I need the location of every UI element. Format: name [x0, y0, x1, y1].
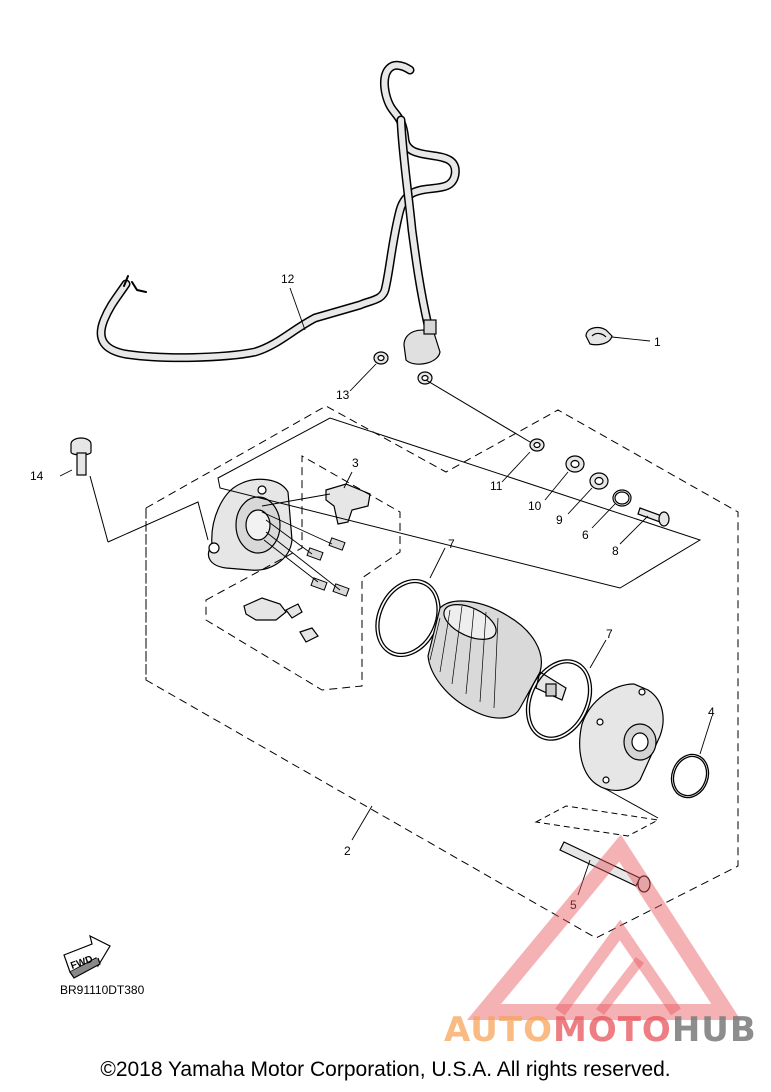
watermark-part-moto: MOTO: [552, 1010, 672, 1050]
armature: [427, 600, 567, 719]
o-ring-part-4: [670, 753, 710, 799]
washer-part-9: [589, 472, 609, 490]
watermark-part-hub: HUB: [671, 1010, 757, 1050]
callout-1: 1: [654, 335, 661, 349]
watermark-logo-icon: [466, 834, 741, 1020]
o-ring-part-7-right: [525, 659, 593, 741]
bolt-part-8: [637, 507, 670, 527]
watermark-text: AUTOMOTOHUB: [444, 1010, 757, 1050]
washer-part-13: [373, 351, 433, 385]
terminal-boot: [403, 319, 441, 365]
brush-springs: [306, 537, 350, 597]
diagram-code: BR91110DT380: [60, 983, 145, 997]
callout-12: 12: [281, 272, 295, 286]
clip-part-1: [585, 326, 613, 346]
front-cover: [579, 683, 664, 791]
wire-harness: [96, 60, 460, 363]
bolt-part-14: [70, 437, 92, 476]
callout-10: 10: [528, 499, 542, 513]
callout-5: 5: [570, 898, 577, 912]
solid-brackets: [89, 379, 702, 837]
brush-lower: [243, 597, 319, 643]
brush-holder-plate: [207, 478, 293, 571]
callout-4: 4: [708, 705, 715, 719]
fwd-arrow-icon: FWD: [63, 934, 111, 979]
callout-11: 11: [490, 479, 503, 493]
callout-9: 9: [556, 513, 563, 527]
washer-part-10: [565, 455, 585, 473]
brush-part-3: [325, 483, 371, 525]
assembly-outline-part-2: [145, 405, 739, 939]
washer-part-11: [529, 438, 545, 452]
leader-lines: [59, 287, 713, 896]
callout-7-left: 7: [448, 537, 455, 551]
callout-6: 6: [582, 528, 589, 542]
callout-14: 14: [30, 469, 44, 483]
watermark-part-auto: AUTO: [444, 1010, 553, 1050]
callout-8: 8: [612, 544, 619, 558]
callouts: 1 2 3 4 5 6 7 7 8 9 10 11 12 13 14: [30, 272, 715, 912]
callout-2: 2: [344, 844, 351, 858]
lead-lines-brush: [261, 493, 341, 591]
bolt-part-5: [559, 841, 651, 893]
o-ring-part-6: [612, 489, 632, 507]
callout-13: 13: [336, 388, 350, 402]
copyright-notice: ©2018 Yamaha Motor Corporation, U.S.A. A…: [100, 1058, 671, 1081]
callout-3: 3: [352, 456, 359, 470]
callout-7-right: 7: [606, 627, 613, 641]
